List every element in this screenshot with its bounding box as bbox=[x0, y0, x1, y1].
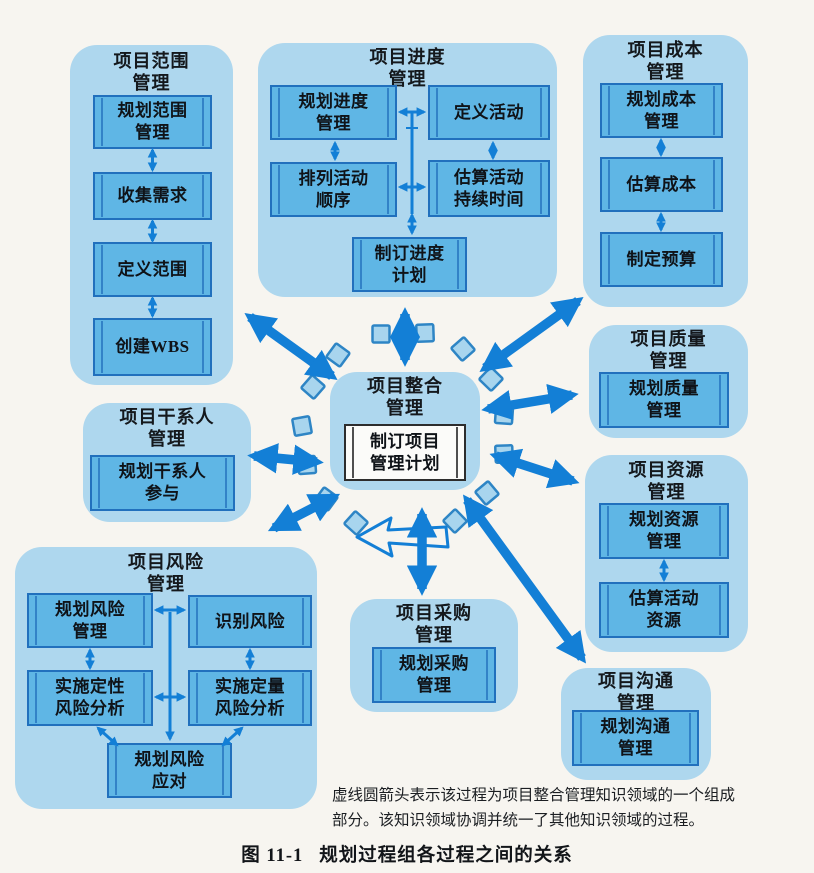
process-plan-communications-management: 规划沟通 管理 bbox=[572, 710, 699, 766]
group-scope-title: 项目范围 管理 bbox=[113, 51, 190, 93]
process-quantitative-risk-analysis: 实施定量 风险分析 bbox=[188, 670, 312, 726]
figure-note: 虚线圆箭头表示该过程为项目整合管理知识领域的一个组成 部分。该知识领域协调并统一… bbox=[332, 787, 736, 829]
group-procurement-title: 项目采购 管理 bbox=[396, 603, 472, 645]
process-estimate-costs: 估算成本 bbox=[600, 157, 723, 212]
group-quality-title: 项目质量 管理 bbox=[630, 329, 707, 371]
process-estimate-activity-durations: 估算活动 持续时间 bbox=[428, 160, 550, 217]
process-develop-project-management-plan: 制订项目 管理计划 bbox=[344, 424, 466, 481]
group-risk: 项目风险 管理 规划风险 管理 识别风险 实施定性 风险分析 实施定量 风险分析… bbox=[15, 547, 317, 809]
process-create-wbs: 创建WBS bbox=[93, 318, 212, 376]
arrow-hub-resource bbox=[489, 448, 580, 489]
schedule-connectors bbox=[330, 107, 498, 236]
process-plan-cost-management: 规划成本 管理 bbox=[600, 83, 723, 138]
process-define-activities: 定义活动 bbox=[428, 85, 550, 140]
group-resource: 项目资源 管理 规划资源 管理 估算活动 资源 bbox=[585, 455, 748, 652]
group-communications-title: 项目沟通 管理 bbox=[598, 671, 674, 713]
process-plan-resource-management: 规划资源 管理 bbox=[599, 503, 729, 559]
group-stakeholder: 项目干系人 管理 规划干系人 参与 bbox=[83, 403, 251, 522]
group-integration-hub: 项目整合 管理 制订项目 管理计划 bbox=[330, 372, 480, 490]
process-estimate-activity-resources: 估算活动 资源 bbox=[599, 582, 729, 638]
process-collect-requirements: 收集需求 bbox=[93, 172, 212, 220]
group-quality: 项目质量 管理 规划质量 管理 bbox=[589, 325, 748, 438]
process-identify-risks: 识别风险 bbox=[188, 595, 312, 648]
process-plan-quality-management: 规划质量 管理 bbox=[599, 372, 729, 428]
arrow-hub-scope bbox=[244, 313, 338, 380]
process-plan-risk-management: 规划风险 管理 bbox=[27, 593, 153, 648]
arrow-hub-stakeholder bbox=[247, 443, 324, 475]
hub-arrows bbox=[244, 297, 587, 664]
arrow-hub-quality bbox=[481, 383, 579, 421]
group-cost: 项目成本 管理 规划成本 管理 估算成本 制定预算 bbox=[583, 35, 748, 307]
circle-rotation-arrow-icon bbox=[355, 516, 450, 558]
process-plan-risk-responses: 规划风险 应对 bbox=[107, 743, 232, 798]
group-integration-title: 项目整合 管理 bbox=[367, 376, 443, 418]
risk-connectors bbox=[85, 605, 255, 747]
group-scope: 项目范围 管理 规划范围 管理 收集需求 定义范围 创建WBS bbox=[70, 45, 233, 385]
group-resource-title: 项目资源 管理 bbox=[628, 460, 705, 502]
process-qualitative-risk-analysis: 实施定性 风险分析 bbox=[27, 670, 153, 726]
process-plan-stakeholder-engagement: 规划干系人 参与 bbox=[90, 455, 235, 511]
group-risk-title: 项目风险 管理 bbox=[128, 552, 204, 594]
figure-caption-title: 规划过程组各过程之间的关系 bbox=[319, 846, 573, 866]
arrow-hub-cost bbox=[479, 297, 584, 372]
process-plan-procurement-management: 规划采购 管理 bbox=[372, 647, 496, 703]
process-sequence-activities: 排列活动 顺序 bbox=[270, 162, 397, 217]
arrow-hub-risk bbox=[267, 492, 341, 533]
group-stakeholder-title: 项目干系人 管理 bbox=[119, 407, 215, 449]
group-procurement: 项目采购 管理 规划采购 管理 bbox=[350, 599, 518, 712]
process-develop-schedule: 制订进度 计划 bbox=[352, 237, 467, 292]
arrow-hub-communications bbox=[462, 494, 587, 664]
process-plan-schedule-management: 规划进度 管理 bbox=[270, 85, 397, 140]
group-schedule: 项目进度 管理 规划进度 管理 定义活动 排列活动 顺序 估算活动 持续时间 制… bbox=[258, 43, 557, 297]
group-communications: 项目沟通 管理 规划沟通 管理 bbox=[561, 668, 711, 780]
figure-caption: 图 11-1 规划过程组各过程之间的关系 bbox=[0, 841, 814, 867]
group-cost-title: 项目成本 管理 bbox=[627, 40, 704, 82]
process-determine-budget: 制定预算 bbox=[600, 232, 723, 287]
figure-caption-label: 图 11-1 bbox=[241, 846, 304, 866]
group-schedule-title: 项目进度 管理 bbox=[369, 47, 446, 89]
